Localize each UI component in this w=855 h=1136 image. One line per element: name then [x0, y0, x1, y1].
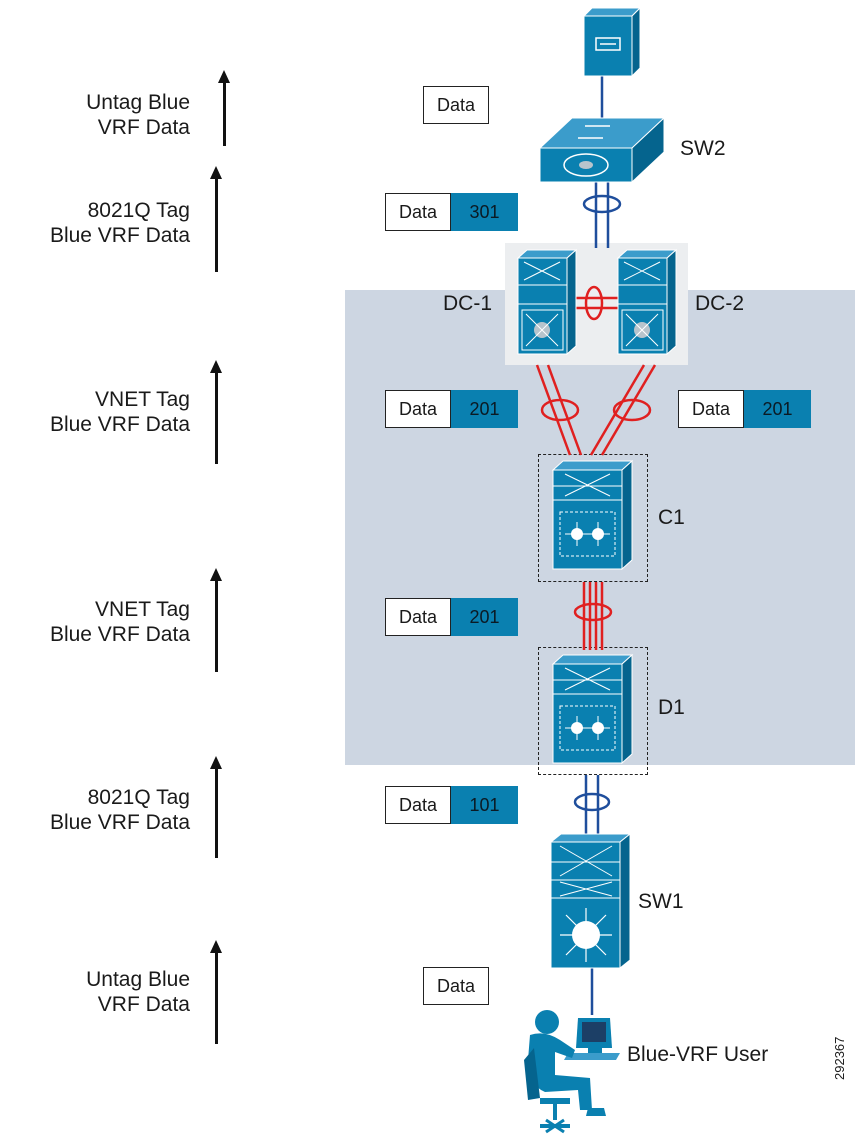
frame-8021q-301: Data 301: [385, 193, 518, 231]
sw1-chassis-icon: [549, 832, 632, 970]
sw2-label: SW2: [680, 137, 726, 160]
c1-label: C1: [658, 506, 685, 529]
dc1-label: DC-1: [443, 292, 493, 315]
stage-label-line: Blue VRF Data: [49, 623, 190, 646]
stage-label-line: Untag Blue: [86, 968, 190, 991]
dc2-chassis-icon: [616, 248, 678, 356]
frame-data-field: Data: [385, 193, 451, 231]
user-label: Blue-VRF User: [627, 1043, 769, 1066]
frame-data-field: Data: [385, 598, 451, 636]
frame-data-field: Data: [423, 967, 489, 1005]
up-arrow-icon: [210, 756, 222, 858]
frame-data-field: Data: [385, 390, 451, 428]
frame-vnet-201-left: Data 201: [385, 390, 518, 428]
c1-to-d1-links: [573, 582, 613, 650]
stage-label-line: Blue VRF Data: [49, 413, 190, 436]
frame-vnet-201-right: Data 201: [678, 390, 811, 428]
stage-label-4: VNET Tag Blue VRF Data: [0, 597, 190, 647]
d1-vss-boundary: [538, 647, 648, 775]
stage-label-line: 8021Q Tag: [87, 786, 190, 809]
frame-tag-field: 101: [451, 786, 518, 824]
stage-label-2: 8021Q Tag Blue VRF Data: [0, 198, 190, 248]
stage-label-line: VNET Tag: [95, 598, 190, 621]
c1-chassis-icon: [551, 459, 634, 571]
stage-label-line: Blue VRF Data: [49, 811, 190, 834]
up-arrow-icon: [210, 360, 222, 464]
frame-untagged-bottom: Data: [423, 967, 489, 1005]
user-workstation-icon: [524, 1010, 620, 1134]
frame-tag-field: 301: [451, 193, 518, 231]
sw1-label: SW1: [638, 890, 684, 913]
frame-tag-field: 201: [451, 390, 518, 428]
stage-label-1: Untag Blue VRF Data: [0, 90, 190, 140]
frame-8021q-101: Data 101: [385, 786, 518, 824]
stage-label-line: VRF Data: [97, 993, 190, 1016]
frame-tag-field: 201: [744, 390, 811, 428]
c1-vss-boundary: [538, 454, 648, 582]
dc1-dc2-link: [568, 285, 620, 321]
stage-label-line: Blue VRF Data: [49, 224, 190, 247]
sw2-switch-icon: [538, 116, 666, 184]
stage-label-line: VRF Data: [97, 116, 190, 139]
stage-label-line: VNET Tag: [95, 388, 190, 411]
stage-label-3: VNET Tag Blue VRF Data: [0, 387, 190, 437]
stage-label-5: 8021Q Tag Blue VRF Data: [0, 785, 190, 835]
d1-to-sw1-link: [573, 775, 611, 835]
sw2-to-dc-link: [582, 175, 622, 248]
dc2-label: DC-2: [695, 292, 745, 315]
frame-data-field: Data: [678, 390, 744, 428]
frame-tag-field: 201: [451, 598, 518, 636]
dc1-chassis-icon: [516, 248, 578, 356]
stage-label-6: Untag Blue VRF Data: [0, 967, 190, 1017]
frame-vnet-201-lower: Data 201: [385, 598, 518, 636]
frame-untagged-top: Data: [423, 86, 489, 124]
d1-chassis-icon: [551, 653, 634, 765]
up-arrow-icon: [210, 166, 222, 272]
stage-label-line: Untag Blue: [86, 91, 190, 114]
stage-label-line: 8021Q Tag: [87, 199, 190, 222]
up-arrow-icon: [218, 70, 230, 146]
frame-data-field: Data: [385, 786, 451, 824]
d1-label: D1: [658, 696, 685, 719]
dc-to-c1-links: [535, 364, 657, 456]
frame-data-field: Data: [423, 86, 489, 124]
figure-id: 292367: [832, 1036, 847, 1080]
up-arrow-icon: [210, 940, 222, 1044]
server-icon: [582, 6, 642, 78]
up-arrow-icon: [210, 568, 222, 672]
